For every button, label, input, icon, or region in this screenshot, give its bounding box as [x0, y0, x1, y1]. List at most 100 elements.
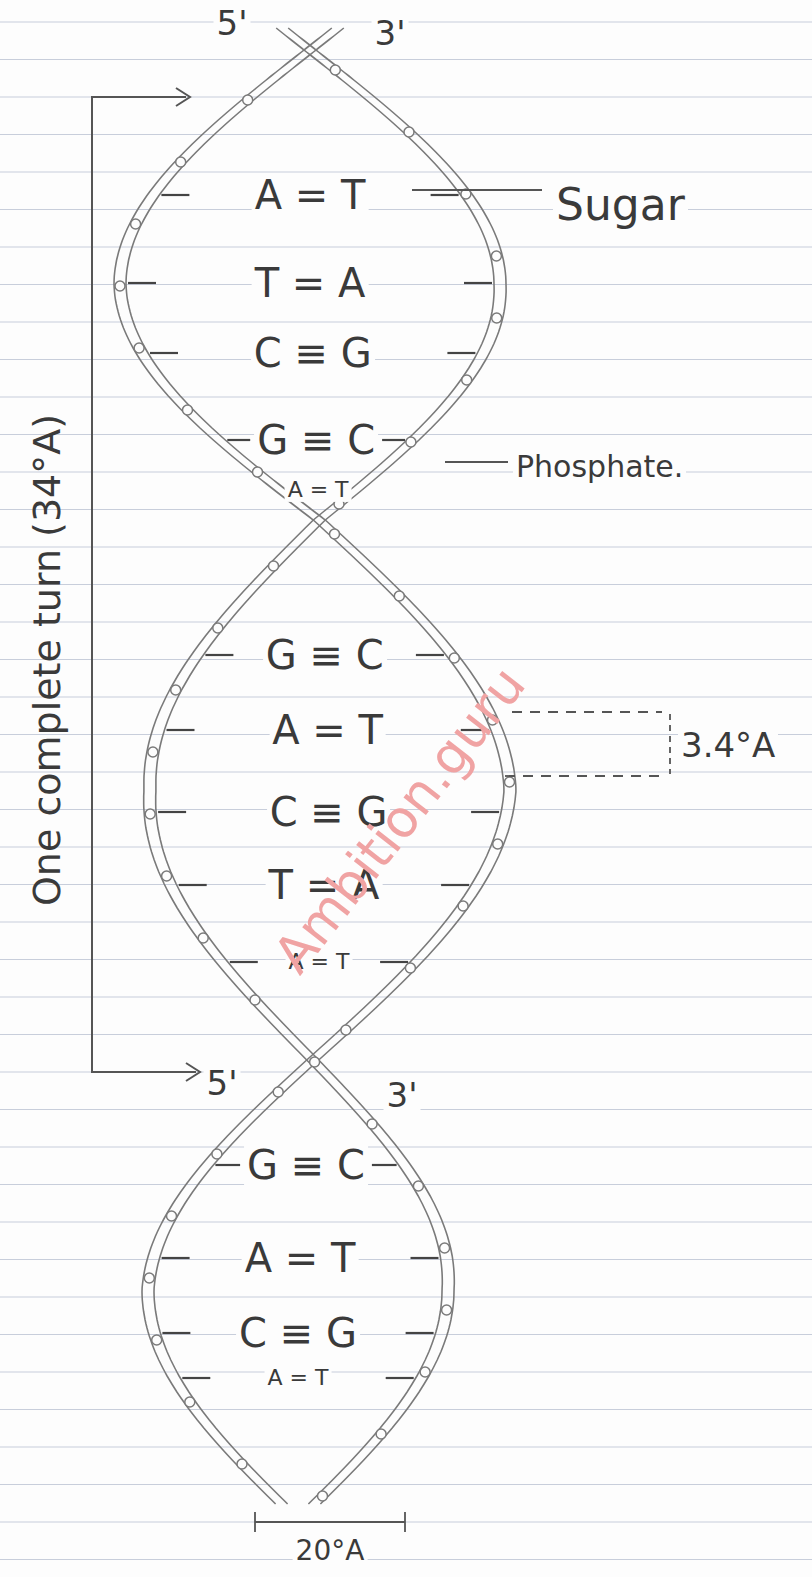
base-pair: T = A	[252, 261, 369, 305]
phosphate-dot	[330, 529, 340, 539]
phosphate-dot	[237, 1459, 247, 1469]
phosphate-dot	[185, 1397, 195, 1407]
part-label: Phosphate.	[513, 450, 686, 483]
phosphate-dot	[492, 313, 502, 323]
base-pair: G ≡ C	[254, 418, 378, 462]
phosphate-dot	[440, 1243, 450, 1253]
ruled-line	[0, 996, 812, 997]
base-pair: C ≡ G	[236, 1311, 360, 1355]
phosphate-dot	[420, 1367, 430, 1377]
base-pair: A = T	[242, 1236, 359, 1280]
phosphate-dot	[176, 157, 186, 167]
bond-dash	[447, 352, 475, 354]
ruled-line	[0, 1334, 812, 1335]
ruled-line	[0, 921, 812, 922]
ruled-line	[0, 434, 812, 435]
part-label: Sugar	[553, 181, 688, 229]
bond-dash	[179, 884, 207, 886]
phosphate-dot	[404, 127, 414, 137]
base-pair: A = T	[265, 1366, 332, 1390]
bond-dash	[464, 282, 492, 284]
bond-dash	[431, 194, 459, 196]
ruled-line	[0, 546, 812, 547]
ruled-line	[0, 1259, 812, 1260]
spacing-line	[505, 775, 662, 777]
base-pair: A = T	[252, 173, 369, 217]
phosphate-dot	[269, 561, 279, 571]
part-label: 3'	[372, 15, 409, 52]
ruled-line	[0, 659, 812, 660]
phosphate-leader	[445, 461, 508, 463]
phosphate-dot	[310, 1057, 320, 1067]
spacing-tick	[669, 714, 671, 774]
ruled-line	[0, 171, 812, 172]
bond-dash	[380, 961, 408, 963]
ruled-line	[0, 509, 812, 510]
width-dimension	[255, 1521, 405, 1523]
phosphate-dot	[253, 467, 263, 477]
bond-dash	[372, 1164, 397, 1166]
ruled-line	[0, 471, 812, 472]
phosphate-dot	[115, 281, 125, 291]
phosphate-dot	[367, 1119, 377, 1129]
bond-dash	[386, 1377, 414, 1379]
phosphate-dot	[318, 1491, 328, 1501]
phosphate-dot	[167, 1211, 177, 1221]
phosphate-dot	[145, 809, 155, 819]
ruled-line	[0, 1484, 812, 1485]
phosphate-dot	[134, 343, 144, 353]
phosphate-dot	[341, 1025, 351, 1035]
phosphate-dot	[449, 653, 459, 663]
ruled-line	[0, 1521, 812, 1522]
phosphate-dot	[131, 219, 141, 229]
phosphate-dot	[162, 871, 172, 881]
arrow-head	[176, 88, 190, 106]
base-pair: C ≡ G	[251, 331, 375, 375]
bond-dash	[162, 1257, 190, 1259]
ruled-line	[0, 1446, 812, 1447]
phosphate-dot	[273, 1087, 283, 1097]
phosphate-dot	[413, 1181, 423, 1191]
phosphate-dot	[462, 375, 472, 385]
bond-dash	[150, 352, 178, 354]
phosphate-dot	[144, 1273, 154, 1283]
ruled-line	[0, 1146, 812, 1147]
phosphate-dot	[250, 995, 260, 1005]
bond-dash	[416, 654, 444, 656]
sugar-leader	[412, 189, 542, 191]
notebook-rules	[0, 22, 812, 1560]
ruled-line	[0, 246, 812, 247]
phosphate-dot	[442, 1305, 452, 1315]
spacing-line	[512, 711, 662, 713]
phosphate-dot	[505, 777, 515, 787]
part-label: 3'	[384, 1077, 421, 1114]
part-label: 20°A	[293, 1536, 368, 1567]
part-label: 5'	[204, 1065, 241, 1102]
ruled-line	[0, 1371, 812, 1372]
bond-dash	[471, 811, 499, 813]
bond-dash	[161, 194, 189, 196]
bond-dash	[162, 1332, 190, 1334]
phosphate-dot	[458, 901, 468, 911]
phosphate-dot	[493, 839, 503, 849]
ruled-line	[0, 59, 812, 60]
ruled-line	[0, 209, 812, 210]
base-pair: G ≡ C	[244, 1143, 368, 1187]
turn-bracket	[92, 88, 200, 1081]
ruled-line	[0, 1221, 812, 1222]
bond-dash	[382, 439, 405, 441]
turn-label: One complete turn (34°A)	[27, 411, 69, 909]
ruled-line	[0, 1184, 812, 1185]
ruled-line	[0, 696, 812, 697]
ruled-line	[0, 1559, 812, 1560]
phosphate-dot	[212, 1149, 222, 1159]
bond-dash	[182, 1377, 210, 1379]
bond-dash	[158, 811, 186, 813]
phosphate-dot	[330, 65, 340, 75]
bond-dash	[215, 1164, 240, 1166]
part-label: 3.4°A	[678, 727, 778, 764]
phosphate-dot	[405, 963, 415, 973]
phosphate-dot	[183, 405, 193, 415]
phosphate-dot	[198, 933, 208, 943]
ruled-line	[0, 359, 812, 360]
